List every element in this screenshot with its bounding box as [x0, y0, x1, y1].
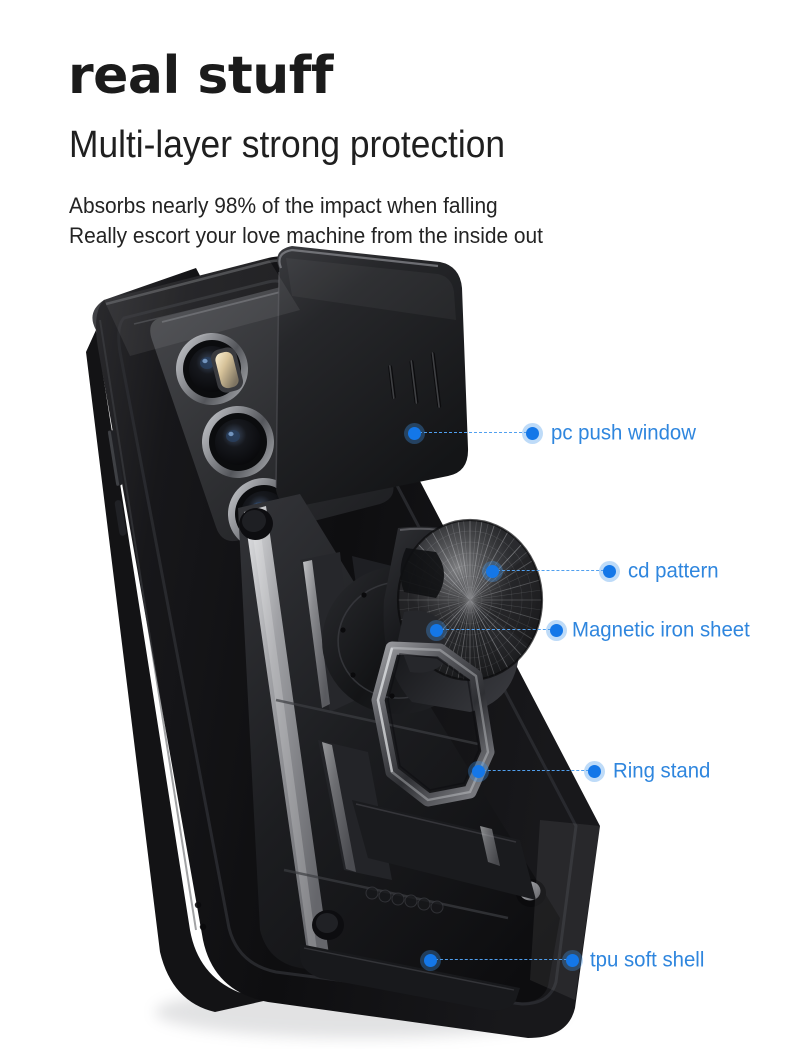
camera-flash [210, 347, 244, 393]
anchor-dot-ring-stand[interactable] [471, 764, 485, 778]
plate-recess-top [239, 507, 273, 541]
page-subheadline: Multi-layer strong protection [69, 124, 506, 166]
endpoint-dot-cd-pattern[interactable] [602, 564, 616, 578]
magnetic-hub [322, 518, 544, 715]
honeycomb-texture [365, 886, 444, 914]
leader-line-pc-push-window [414, 432, 532, 434]
cd-pattern-disc [396, 518, 544, 682]
callout-label-ring-stand: Ring stand [613, 759, 711, 783]
body-line-1: Absorbs nearly 98% of the impact when fa… [69, 193, 498, 218]
plate-recess-bottom-right [516, 879, 546, 907]
cd-radial-lines [398, 520, 542, 680]
callout-label-pc-push-window: pc push window [551, 421, 696, 445]
hub-dimples [340, 583, 461, 699]
camera-lens-2 [202, 406, 274, 478]
anchor-dot-magnetic-iron-sheet[interactable] [429, 623, 443, 637]
camera-lens-1 [176, 333, 248, 405]
case-body [86, 256, 600, 1038]
endpoint-dot-pc-push-window[interactable] [525, 426, 539, 440]
body-line-2: Really escort your love machine from the… [69, 223, 543, 248]
camera-lens-3 [228, 478, 300, 550]
endpoint-dot-tpu-soft-shell[interactable] [565, 953, 579, 967]
push-window-ridges [388, 352, 442, 408]
anchor-dot-pc-push-window[interactable] [407, 426, 421, 440]
anchor-dot-cd-pattern[interactable] [485, 564, 499, 578]
endpoint-dot-magnetic-iron-sheet[interactable] [549, 623, 563, 637]
speaker-grille [194, 901, 207, 931]
endpoint-dot-ring-stand[interactable] [587, 764, 601, 778]
kickstand-wedge [352, 800, 536, 900]
callout-label-magnetic-iron-sheet: Magnetic iron sheet [572, 618, 750, 642]
leader-line-cd-pattern [492, 570, 609, 572]
page-headline: real stuff [68, 46, 334, 106]
side-buttons [107, 430, 127, 536]
pc-push-window [275, 246, 469, 507]
camera-module [150, 281, 394, 550]
armor-plate [238, 494, 560, 1011]
anchor-dot-tpu-soft-shell[interactable] [423, 953, 437, 967]
callout-label-tpu-soft-shell: tpu soft shell [590, 948, 705, 972]
plate-recess-bottom-left [312, 910, 344, 940]
callout-label-cd-pattern: cd pattern [628, 559, 719, 583]
leader-line-magnetic-iron-sheet [436, 629, 556, 631]
leader-line-ring-stand [478, 770, 594, 772]
leader-line-tpu-soft-shell [430, 959, 572, 961]
